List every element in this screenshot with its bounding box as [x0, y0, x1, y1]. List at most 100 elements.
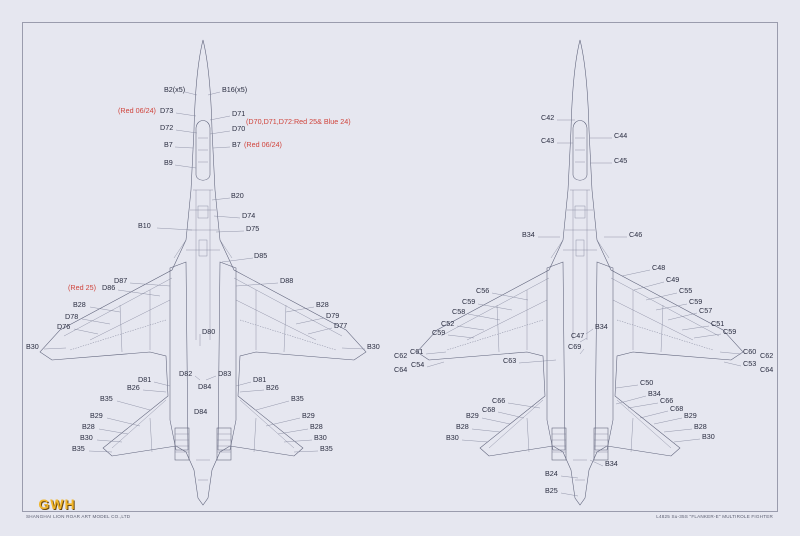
- kit-plate-caption: L4825 Su-35S "FLANKER-E" MULTIROLE FIGHT…: [656, 514, 773, 519]
- callout-label: C64: [760, 365, 773, 374]
- callout-label: (Red 06/24): [118, 106, 156, 115]
- callout-label: D83: [218, 369, 231, 378]
- callout-label: C59: [723, 327, 736, 336]
- bottom-view-aircraft: [416, 39, 744, 506]
- callout-label: B34: [605, 459, 618, 468]
- callout-label: C51: [711, 319, 724, 328]
- callout-label: B28: [694, 422, 707, 431]
- callout-label: D77: [334, 321, 347, 330]
- callout-label: B20: [231, 191, 244, 200]
- callout-label: B30: [26, 342, 39, 351]
- top-leader-lines: [43, 91, 366, 453]
- callout-label: B9: [164, 158, 173, 167]
- callout-label: B30: [80, 433, 93, 442]
- callout-label: B10: [138, 221, 151, 230]
- callout-label: C45: [614, 156, 627, 165]
- callout-label: C42: [541, 113, 554, 122]
- callout-label: C49: [666, 275, 679, 284]
- callout-label: C63: [503, 356, 516, 365]
- callout-label: B30: [314, 433, 327, 442]
- callout-label: D86: [102, 283, 115, 292]
- callout-label: D70: [232, 124, 245, 133]
- brand-logo: GWH: [24, 495, 90, 513]
- callout-label: C53: [743, 359, 756, 368]
- callout-label: C62: [760, 351, 773, 360]
- callout-label: (Red 25): [68, 283, 96, 292]
- callout-label: D84: [194, 407, 207, 416]
- callout-label: C54: [411, 360, 424, 369]
- callout-label: B35: [320, 444, 333, 453]
- callout-label: B34: [595, 322, 608, 331]
- callout-label: D80: [202, 327, 215, 336]
- callout-label: B28: [73, 300, 86, 309]
- callout-label: B24: [545, 469, 558, 478]
- callout-label: D87: [114, 276, 127, 285]
- callout-label: (Red 06/24): [244, 140, 282, 149]
- company-name: SHANGHAI LION ROAR ART MODEL CO.,LTD: [26, 514, 131, 519]
- callout-label: D78: [65, 312, 78, 321]
- callout-label: C55: [679, 286, 692, 295]
- callout-label: C47: [571, 331, 584, 340]
- callout-label: B30: [702, 432, 715, 441]
- callout-label: C56: [476, 286, 489, 295]
- callout-label: C60: [743, 347, 756, 356]
- callout-label: C48: [652, 263, 665, 272]
- callout-label: C69: [568, 342, 581, 351]
- callout-label: B30: [446, 433, 459, 442]
- sheet-frame: [22, 22, 778, 512]
- callout-label: D85: [254, 251, 267, 260]
- callout-label: C61: [410, 347, 423, 356]
- callout-label: B25: [545, 486, 558, 495]
- callout-label: C57: [699, 306, 712, 315]
- callout-label: B34: [648, 389, 661, 398]
- callout-label: B28: [82, 422, 95, 431]
- callout-label: D84: [198, 382, 211, 391]
- callout-label: D81: [253, 375, 266, 384]
- callout-label: C46: [629, 230, 642, 239]
- callout-label: B29: [302, 411, 315, 420]
- callout-label: B16(x5): [222, 85, 247, 94]
- callout-label: B29: [684, 411, 697, 420]
- callout-label: C66: [492, 396, 505, 405]
- callout-label: B7: [232, 140, 241, 149]
- callout-label: D71: [232, 109, 245, 118]
- bottom-leader-lines: [425, 119, 742, 497]
- callout-label: (D70,D71,D72:Red 25& Blue 24): [246, 117, 351, 126]
- callout-label: C62: [394, 351, 407, 360]
- callout-label: C66: [660, 396, 673, 405]
- callout-label: B29: [466, 411, 479, 420]
- callout-label: B35: [291, 394, 304, 403]
- callout-label: B28: [456, 422, 469, 431]
- callout-label: B35: [100, 394, 113, 403]
- callout-label: C64: [394, 365, 407, 374]
- callout-label: C50: [640, 378, 653, 387]
- callout-label: D73: [160, 106, 173, 115]
- callout-label: B28: [316, 300, 329, 309]
- callout-label: C59: [432, 328, 445, 337]
- callout-label: C44: [614, 131, 627, 140]
- callout-label: D76: [57, 322, 70, 331]
- callout-label: C52: [441, 319, 454, 328]
- callout-label: D81: [138, 375, 151, 384]
- callout-label: C68: [482, 405, 495, 414]
- callout-label: C43: [541, 136, 554, 145]
- brand-logo-text: GWH: [38, 496, 76, 512]
- callout-label: B35: [72, 444, 85, 453]
- callout-label: D74: [242, 211, 255, 220]
- callout-label: D82: [179, 369, 192, 378]
- callout-label: C59: [689, 297, 702, 306]
- callout-label: B2(x5): [164, 85, 185, 94]
- callout-label: B29: [90, 411, 103, 420]
- callout-label: B26: [266, 383, 279, 392]
- callout-label: D88: [280, 276, 293, 285]
- callout-label: C68: [670, 404, 683, 413]
- callout-label: C58: [452, 307, 465, 316]
- callout-label: B26: [127, 383, 140, 392]
- callout-label: B28: [310, 422, 323, 431]
- callout-label: C59: [462, 297, 475, 306]
- callout-label: D72: [160, 123, 173, 132]
- callout-label: B30: [367, 342, 380, 351]
